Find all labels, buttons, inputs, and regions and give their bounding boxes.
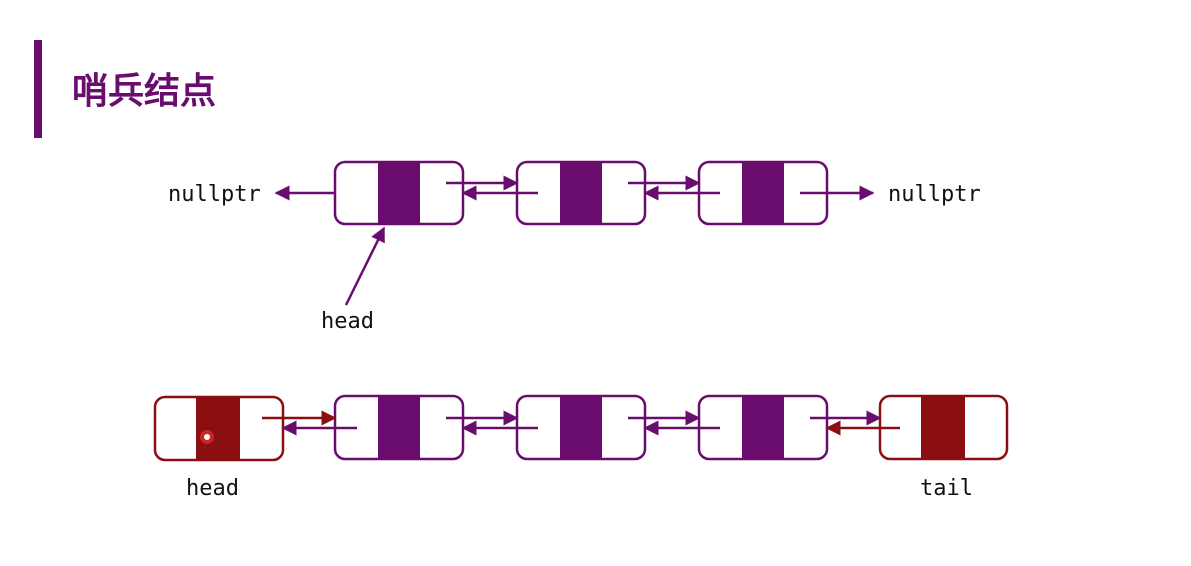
- bottom-node-2: [515, 394, 647, 461]
- bottom-tail-label: tail: [920, 476, 973, 501]
- head-sentinel-node: [153, 395, 285, 462]
- top-node-3: [697, 160, 829, 226]
- top-list: nullptr nullptr head: [168, 160, 981, 334]
- page-title: 哨兵结点: [72, 71, 217, 112]
- top-right-nullptr-label: nullptr: [888, 182, 981, 207]
- top-node-1: [333, 160, 465, 226]
- top-head-label: head: [321, 309, 374, 334]
- bottom-node-3: [697, 394, 829, 461]
- top-node-2: [515, 160, 647, 226]
- bottom-node-1: [333, 394, 465, 461]
- top-head-pointer-arrow: [344, 226, 386, 306]
- title-accent-bar: [34, 40, 42, 138]
- bottom-head-label: head: [186, 476, 239, 501]
- top-left-nullptr-label: nullptr: [168, 182, 261, 207]
- bottom-list: head tail: [153, 394, 1009, 501]
- tail-sentinel-node: [878, 394, 1009, 461]
